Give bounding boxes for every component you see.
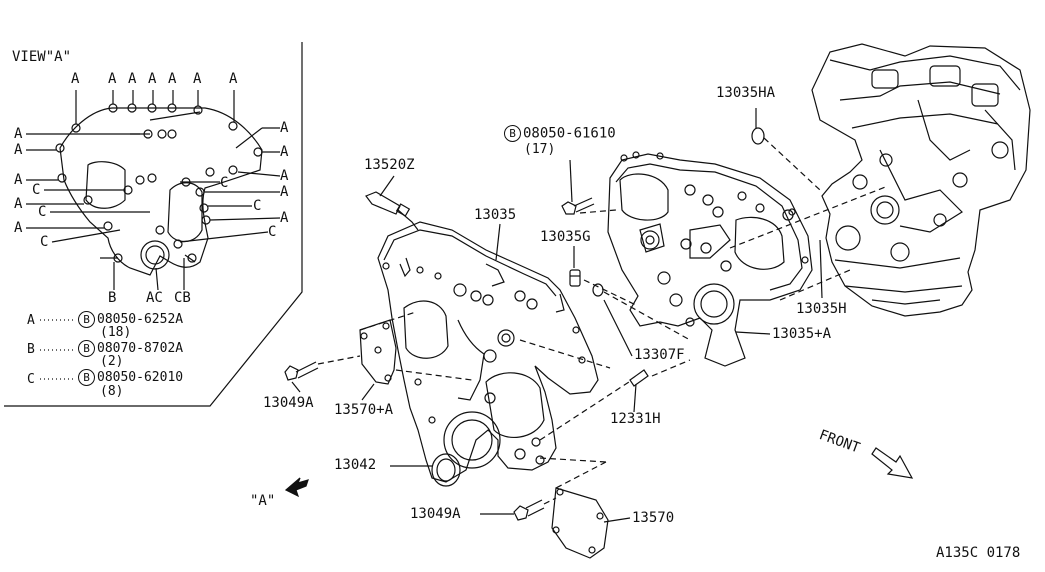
front-timing-cover	[377, 221, 599, 483]
view-bottom-letter: B	[108, 290, 117, 306]
legend-part-number: 08050-6252A	[97, 312, 184, 327]
bolt-quantity: (17)	[524, 142, 556, 157]
cover-plate-13570-plus-a	[359, 319, 397, 385]
part-label-13035: 13035	[474, 207, 517, 223]
view-left-letter: A	[14, 172, 23, 188]
view-left-letter: A	[14, 142, 23, 158]
part-label-12331h: 12331H	[610, 411, 661, 427]
legend-dotted-leaders	[40, 319, 76, 380]
bolt-circle-icon: B	[78, 311, 95, 328]
view-right-letter: C	[253, 198, 262, 214]
o-ring-13307f	[592, 283, 604, 297]
view-right-letter: A	[280, 184, 289, 200]
legend-part-number: 08050-62010	[97, 370, 184, 385]
bolt-13049a-upper	[284, 361, 319, 381]
view-right-letter: A	[280, 120, 289, 136]
part-label-13035-plus-a: 13035+A	[772, 326, 832, 342]
view-a-panel-border	[4, 42, 303, 407]
view-right-letter: C	[268, 224, 277, 240]
dashed-assembly-lines	[317, 137, 889, 505]
front-arrow-icon	[871, 447, 914, 479]
bolt-08050-61610	[561, 197, 595, 215]
pin-12331h	[629, 369, 649, 387]
legend-key-b: B	[27, 342, 35, 357]
legend-qty-a: (18)	[100, 325, 132, 340]
view-a-marker: "A"	[250, 493, 276, 509]
legend-qty-c: (8)	[100, 384, 124, 399]
bolt-part-number: 08050-61610	[523, 125, 616, 142]
view-a-arrow-icon	[284, 477, 309, 498]
view-top-letter: A	[229, 71, 238, 87]
part-label-13307f: 13307F	[634, 347, 685, 363]
part-label-13042: 13042	[334, 457, 377, 473]
bolt-circle-icon: B	[78, 340, 95, 357]
plug-13035ha	[751, 127, 765, 145]
part-label-13035h: 13035H	[796, 301, 847, 317]
part-label-13035ha: 13035HA	[716, 85, 776, 101]
cover-plate-13570	[551, 487, 609, 559]
view-left-letter: A	[14, 220, 23, 236]
view-top-letter: A	[108, 71, 117, 87]
part-leader-lines	[291, 108, 823, 523]
view-a-bolt-circles	[55, 103, 263, 263]
view-left-letter: A	[14, 126, 23, 142]
rear-timing-cover	[607, 151, 813, 367]
view-right-letter: C	[220, 175, 229, 191]
view-top-letter: A	[148, 71, 157, 87]
part-label-13049a-lower: 13049A	[410, 506, 461, 522]
view-a-cover-outline	[59, 107, 263, 276]
part-label-13520z: 13520Z	[364, 157, 415, 173]
bolt-circle-icon: B	[78, 369, 95, 386]
view-top-letter: A	[128, 71, 137, 87]
part-label-13035g: 13035G	[540, 229, 591, 245]
view-bottom-letter: CB	[174, 290, 191, 306]
view-a-leader-lines	[26, 90, 281, 291]
part-label-13570: 13570	[632, 510, 675, 526]
view-bottom-letter: AC	[146, 290, 163, 306]
oil-seal-13042	[431, 453, 461, 487]
view-top-letter: A	[193, 71, 202, 87]
view-right-letter: A	[280, 210, 289, 226]
legend-key-a: A	[27, 313, 35, 328]
view-top-letter: A	[168, 71, 177, 87]
view-right-letter: A	[280, 144, 289, 160]
diagram-code: A135C 0178	[936, 545, 1021, 561]
bolt-circle-icon: B	[504, 125, 521, 142]
stud-13035g	[569, 269, 581, 287]
view-left-letter: C	[38, 204, 47, 220]
dipstick-tube-13520Z	[365, 191, 419, 231]
engine-block	[811, 43, 1031, 317]
part-label-13049a-upper: 13049A	[263, 395, 314, 411]
view-right-letter: A	[280, 168, 289, 184]
legend-qty-b: (2)	[100, 354, 124, 369]
bolt-13049a-lower	[513, 499, 545, 521]
legend-key-c: C	[27, 372, 35, 387]
part-label-13570-plus-a: 13570+A	[334, 402, 394, 418]
view-left-letter: A	[14, 196, 23, 212]
view-top-letter: A	[71, 71, 80, 87]
view-left-letter: C	[40, 234, 49, 250]
view-a-title: VIEW"A"	[12, 49, 72, 65]
view-left-letter: C	[32, 182, 41, 198]
legend-part-number: 08070-8702A	[97, 341, 184, 356]
